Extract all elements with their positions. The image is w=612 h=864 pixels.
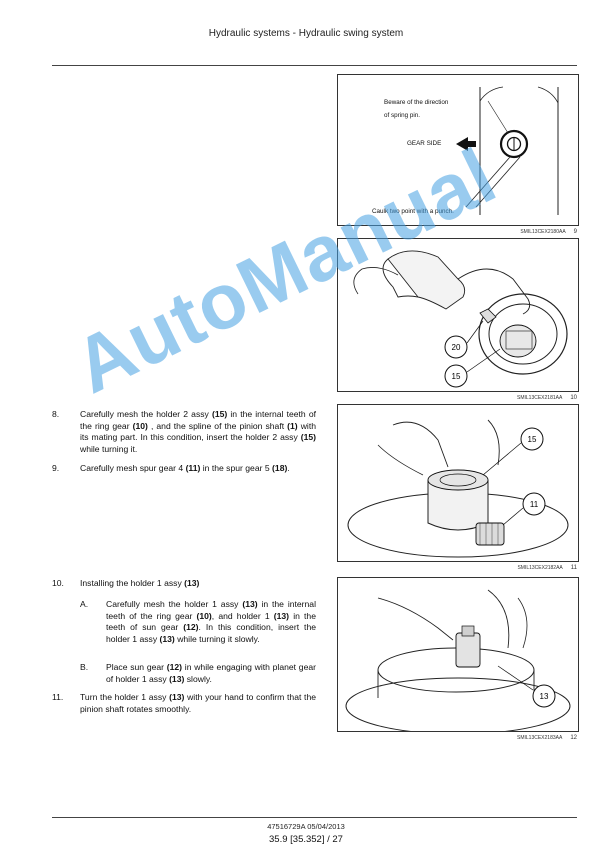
figure-9-label-spring-pin: of spring pin. [384, 112, 421, 119]
figure-9-label-beware: Beware of the direction [384, 99, 449, 106]
step-10b: B. Place sun gear (12) in while engaging… [80, 662, 316, 686]
footer-page-number: 35.9 [35.352] / 27 [269, 834, 343, 845]
step-10b-letter: B. [80, 662, 89, 672]
figure-12-number: 12 [570, 735, 577, 741]
figure-12-code: SMIL13CEX2183AA [517, 735, 563, 741]
figure-9-label-gear-side: GEAR SIDE [407, 140, 442, 147]
figure-10-code: SMIL13CEX2181AA [517, 395, 563, 401]
step-9-number: 9. [52, 463, 60, 473]
step-10a-letter: A. [80, 599, 89, 609]
figure-10: 20 15 [337, 238, 579, 392]
callout-15: 15 [452, 372, 461, 381]
callout-13: 13 [540, 692, 549, 701]
step-9: 9. Carefully mesh spur gear 4 (11) in th… [52, 463, 316, 487]
callout-11: 11 [530, 500, 539, 509]
figure-11-code: SMIL13CEX2182AA [517, 565, 563, 571]
step-10-text: Installing the holder 1 assy (13) [80, 578, 200, 588]
footer-doc-id: 47516729A 05/04/2013 [267, 822, 345, 831]
step-8: 8. Carefully mesh the holder 2 assy (15)… [52, 409, 316, 457]
figure-11-caption: SMIL13CEX2182AA 11 [337, 565, 577, 571]
step-10a: A. Carefully mesh the holder 1 assy (13)… [80, 599, 316, 657]
step-10a-text: Carefully mesh the holder 1 assy (13) in… [106, 599, 316, 644]
figure-9-caption: SMIL13CEX2180AA 9 [337, 229, 577, 235]
header-rule [52, 65, 577, 66]
step-10: 10. Installing the holder 1 assy (13) [52, 578, 316, 590]
figure-9-label-caulk: Caulk two point with a punch. [372, 208, 454, 215]
step-11-number: 11. [52, 692, 64, 702]
figure-10-caption: SMIL13CEX2181AA 10 [337, 395, 577, 401]
step-10-number: 10. [52, 578, 64, 588]
step-11: 11. Turn the holder 1 assy (13) with you… [52, 692, 316, 716]
page-header: Hydraulic systems - Hydraulic swing syst… [208, 28, 404, 39]
figure-9: Beware of the direction of spring pin. G… [337, 74, 579, 226]
step-10b-text: Place sun gear (12) in while engaging wi… [106, 662, 316, 684]
footer-rule [52, 817, 577, 818]
step-9-text: Carefully mesh spur gear 4 (11) in the s… [80, 463, 290, 473]
figure-12-caption: SMIL13CEX2183AA 12 [337, 735, 577, 741]
figure-9-code: SMIL13CEX2180AA [520, 229, 566, 235]
step-8-number: 8. [52, 409, 60, 419]
callout-20: 20 [452, 343, 461, 352]
figure-12: 13 [337, 577, 579, 732]
figure-9-number: 9 [573, 229, 577, 235]
figure-11: 15 11 [337, 404, 579, 562]
figure-11-number: 11 [570, 565, 577, 571]
figure-10-number: 10 [570, 395, 577, 401]
step-8-text: Carefully mesh the holder 2 assy (15) in… [80, 409, 317, 454]
callout-15: 15 [528, 435, 537, 444]
step-11-text: Turn the holder 1 assy (13) with your ha… [80, 692, 316, 714]
